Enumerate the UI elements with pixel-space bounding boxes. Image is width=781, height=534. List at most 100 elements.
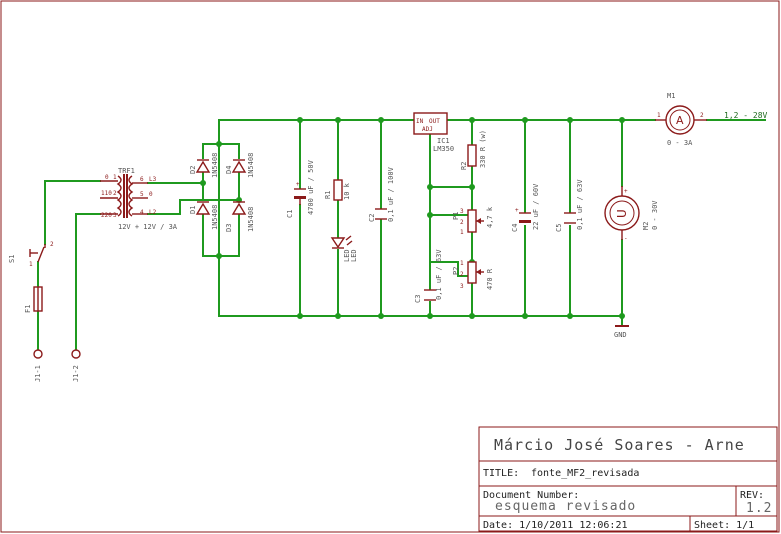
switch-s1: S1 2 1	[8, 241, 54, 268]
svg-text:J1-1: J1-1	[34, 365, 42, 382]
svg-text:1: 1	[113, 174, 117, 181]
svg-text:4,7 k: 4,7 k	[486, 206, 494, 228]
svg-text:3: 3	[460, 208, 464, 215]
svg-text:P2: P2	[452, 267, 460, 275]
svg-text:22 uF / 60V: 22 uF / 60V	[532, 183, 540, 230]
document-number-value: esquema revisado	[495, 499, 636, 514]
svg-text:2: 2	[113, 190, 117, 197]
svg-text:1N5408: 1N5408	[211, 205, 219, 230]
title-label: TITLE:	[483, 468, 519, 479]
svg-text:L2: L2	[149, 209, 157, 216]
svg-text:1N5408: 1N5408	[247, 153, 255, 178]
svg-text:L3: L3	[149, 176, 157, 183]
svg-text:C1: C1	[286, 210, 294, 218]
capacitor-c3: C3 0,1 uF / 63V	[414, 249, 443, 303]
svg-text:220: 220	[101, 212, 112, 219]
svg-text:C4: C4	[511, 224, 519, 232]
svg-text:0 - 30V: 0 - 30V	[651, 200, 659, 230]
svg-text:C3: C3	[414, 295, 422, 303]
svg-text:2: 2	[50, 241, 54, 248]
connector-j1-2: J1-2	[71, 349, 81, 382]
svg-text:A: A	[676, 114, 684, 127]
svg-text:D3: D3	[225, 224, 233, 232]
svg-text:4: 4	[140, 209, 144, 216]
svg-text:+: +	[296, 181, 300, 188]
svg-text:5: 5	[140, 191, 144, 198]
diode-d4: D4 1N5408	[225, 153, 255, 178]
svg-text:-: -	[624, 235, 628, 242]
svg-text:4700 uF / 50V: 4700 uF / 50V	[307, 159, 315, 215]
junctions	[200, 117, 625, 319]
resistor-r2: R2 330 R (w)	[460, 130, 487, 170]
svg-text:P1: P1	[452, 212, 460, 220]
svg-text:S1: S1	[8, 255, 16, 263]
svg-text:IC1: IC1	[437, 137, 450, 145]
svg-text:10 k: 10 k	[343, 182, 351, 200]
svg-text:1: 1	[657, 112, 661, 119]
svg-text:110: 110	[101, 190, 112, 197]
svg-text:C5: C5	[555, 224, 563, 232]
svg-text:+: +	[624, 188, 628, 195]
svg-text:F1: F1	[24, 305, 32, 313]
svg-text:GND: GND	[614, 331, 627, 339]
svg-text:1N5408: 1N5408	[247, 207, 255, 232]
wires	[37, 119, 766, 351]
svg-text:3: 3	[113, 212, 117, 219]
svg-text:ADJ: ADJ	[422, 126, 433, 133]
potentiometer-p1: 3 2 1 P1 4,7 k	[452, 206, 494, 236]
potentiometer-p2: 1 2 3 P2 470 R	[452, 260, 494, 290]
svg-text:OUT: OUT	[429, 118, 440, 125]
svg-text:D1: D1	[189, 206, 197, 214]
svg-text:M2: M2	[642, 222, 650, 230]
revision-value: 1.2	[746, 501, 772, 516]
transformer-trf1: 0 1 110 2 220 3 6 L3 5 0 4 L2 TRF1 12V +…	[100, 167, 178, 231]
title-block: Márcio José Soares - Arne TITLE: fonte_M…	[478, 426, 778, 532]
svg-text:IN: IN	[416, 118, 424, 125]
svg-text:0,1 uF / 63V: 0,1 uF / 63V	[576, 179, 584, 230]
date-label: Date: 1/10/2011 12:06:21	[483, 520, 628, 531]
svg-text:2: 2	[460, 271, 464, 278]
resistor-r1: R1 10 k	[324, 179, 351, 201]
svg-text:LM350: LM350	[433, 145, 454, 153]
revision-label: REV:	[740, 490, 764, 501]
title-value: fonte_MF2_revisada	[531, 468, 639, 479]
ammeter-m1: A M1 0 - 3A 1 2	[655, 92, 707, 147]
capacitor-c2: C2 0,1 uF / 100V	[368, 166, 395, 222]
svg-text:1: 1	[29, 261, 33, 268]
regulator-ic1: IN OUT ADJ IC1 LM350	[413, 112, 454, 153]
svg-text:0 - 3A: 0 - 3A	[667, 139, 693, 147]
svg-text:R1: R1	[324, 191, 332, 199]
svg-text:0,1 uF / 100V: 0,1 uF / 100V	[387, 166, 395, 222]
fuse-f1: F1	[24, 286, 43, 313]
svg-text:330 R (w): 330 R (w)	[479, 130, 487, 168]
svg-text:TRF1: TRF1	[118, 167, 135, 175]
svg-text:2: 2	[700, 112, 704, 119]
svg-text:1: 1	[460, 229, 464, 236]
svg-text:1N5408: 1N5408	[211, 153, 219, 178]
svg-text:D4: D4	[225, 166, 233, 174]
diode-d3: D3 1N5408	[225, 201, 255, 232]
svg-text:6: 6	[140, 176, 144, 183]
svg-text:0,1 uF / 63V: 0,1 uF / 63V	[435, 249, 443, 300]
svg-text:M1: M1	[667, 92, 675, 100]
svg-text:C2: C2	[368, 214, 376, 222]
svg-text:0: 0	[149, 191, 153, 198]
capacitor-c4: + C4 22 uF / 60V	[511, 183, 540, 232]
document-number-label: Document Number:	[483, 490, 579, 501]
svg-text:LED: LED	[350, 249, 358, 262]
voltmeter-m2: U M2 0 - 30V + -	[604, 186, 659, 242]
capacitor-c1: + C1 4700 uF / 50V	[286, 159, 315, 218]
svg-text:470 R: 470 R	[486, 268, 494, 290]
svg-text:D2: D2	[189, 166, 197, 174]
svg-text:1: 1	[460, 260, 464, 267]
ground-symbol: GND	[614, 325, 629, 339]
svg-text:R2: R2	[460, 162, 468, 170]
svg-text:LED: LED	[343, 249, 351, 262]
output-label: 1,2 - 28V	[724, 111, 768, 120]
diode-d1: D1 1N5408	[189, 201, 219, 230]
led-led1: LED LED	[330, 235, 358, 262]
connector-j1-1: J1-1	[33, 349, 43, 382]
